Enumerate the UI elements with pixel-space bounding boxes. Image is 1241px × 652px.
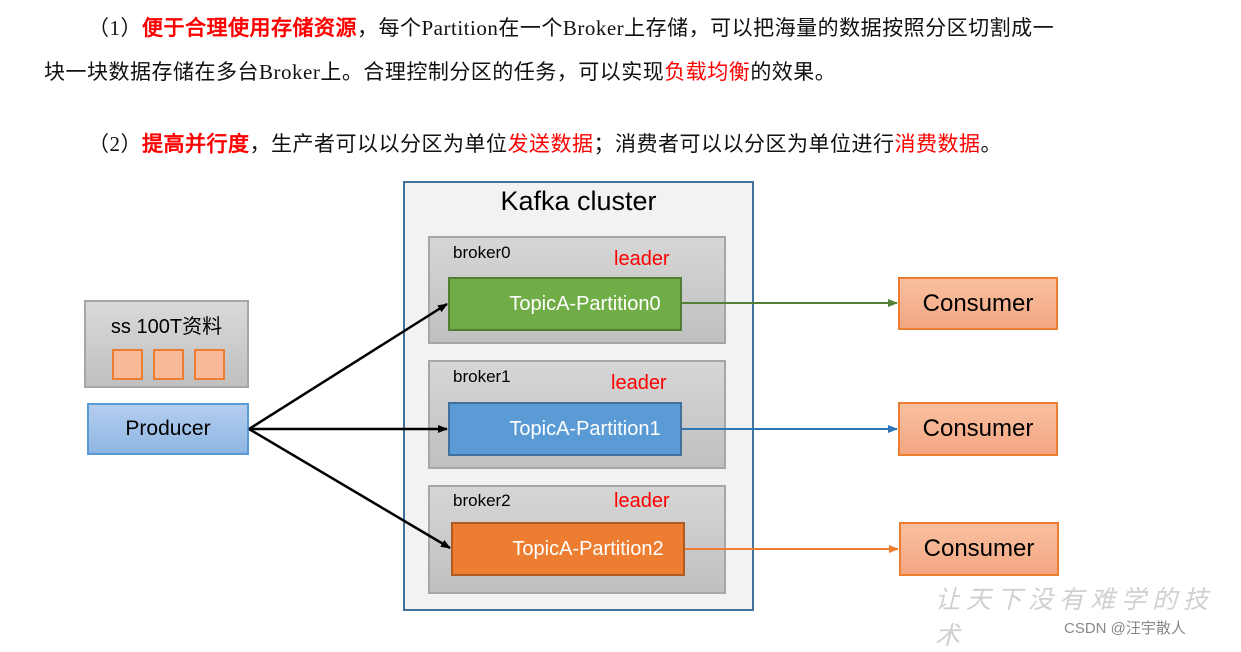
broker-1-leader-label: leader — [611, 372, 667, 394]
para1-body-line1: ，每个Partition在一个Broker上存储，可以把海量的数据按照分区切割成… — [357, 16, 1055, 40]
para1-prefix: （1） — [88, 16, 142, 40]
consumer-0: Consumer — [898, 277, 1058, 330]
data-block — [112, 349, 143, 380]
data-block — [194, 349, 225, 380]
producer: Producer — [87, 403, 249, 455]
partition-1: TopicA-Partition1 — [448, 402, 682, 456]
consumer-1: Consumer — [898, 402, 1058, 456]
paragraph-2: （2）提高并行度，生产者可以以分区为单位发送数据；消费者可以以分区为单位进行消费… — [88, 128, 1002, 158]
partition-0: TopicA-Partition0 — [448, 277, 682, 331]
para1-highlight: 便于合理使用存储资源 — [142, 16, 357, 40]
broker-2-leader-label: leader — [614, 490, 670, 512]
watermark-credit: CSDN @汪宇散人 — [1064, 620, 1186, 637]
watermark-slogan: 让天下没有难学的技术 — [935, 585, 1215, 650]
para2-prefix: （2） — [88, 132, 142, 156]
para2-highlight: 提高并行度 — [142, 132, 250, 156]
paragraph-1-line-2: 块一块数据存储在多台Broker上。合理控制分区的任务，可以实现负载均衡的效果。 — [44, 56, 836, 86]
broker-1-label: broker1 — [453, 367, 511, 386]
para2-highlight2: 发送数据 — [507, 132, 594, 156]
partition-2: TopicA-Partition2 — [451, 522, 685, 576]
broker-2-label: broker2 — [453, 491, 511, 510]
broker-0-label: broker0 — [453, 243, 511, 262]
consumer-2: Consumer — [899, 522, 1059, 576]
para1-highlight2: 负载均衡 — [664, 60, 751, 84]
paragraph-1-line-1: （1）便于合理使用存储资源，每个Partition在一个Broker上存储，可以… — [88, 12, 1054, 42]
arrow-producer-to-partition-2 — [248, 427, 451, 550]
data-block — [153, 349, 184, 380]
broker-0-leader-label: leader — [614, 248, 670, 270]
arrow-producer-to-partition-0 — [248, 302, 448, 431]
para1-body-line2b: 的效果。 — [750, 60, 837, 84]
para2-body-b: ；消费者可以以分区为单位进行 — [593, 132, 895, 156]
para2-body-a: ，生产者可以以分区为单位 — [249, 132, 508, 156]
cluster-title: Kafka cluster — [500, 186, 657, 216]
para2-body-c: 。 — [980, 132, 1002, 156]
data-source-label: ss 100T资料 — [110, 316, 223, 338]
para2-highlight3: 消费数据 — [894, 132, 981, 156]
para1-body-line2a: 块一块数据存储在多台Broker上。合理控制分区的任务，可以实现 — [44, 60, 665, 84]
